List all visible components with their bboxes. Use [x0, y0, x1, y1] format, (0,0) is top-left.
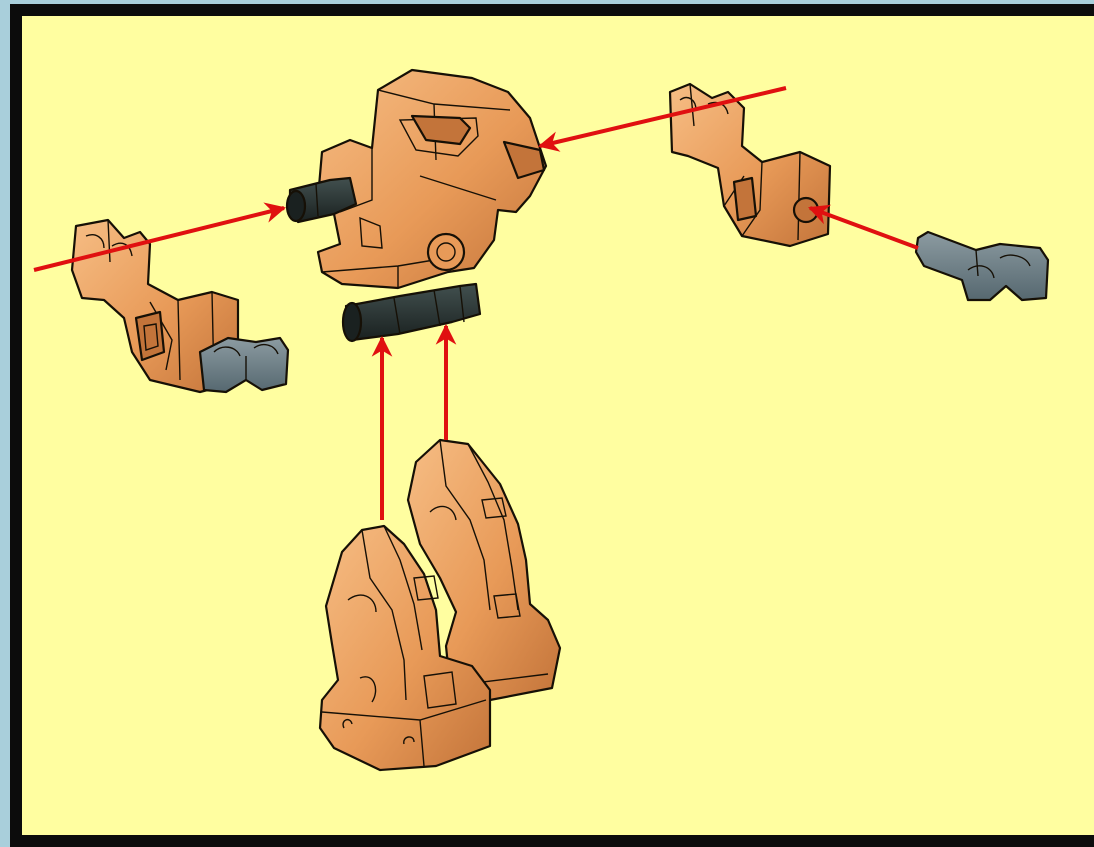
torso-head-part — [316, 68, 548, 290]
left-arm-part — [70, 218, 240, 394]
left-hand-part — [198, 336, 290, 394]
assembly-arrows — [33, 86, 919, 520]
arrow-left-arm-to-torso — [33, 202, 287, 272]
right-arm-part — [668, 82, 832, 248]
left-leg-part — [318, 524, 492, 772]
right-leg-part — [406, 438, 562, 702]
arrow-right-arm-to-torso — [537, 86, 787, 152]
arrow-right-hand-to-arm — [808, 204, 919, 250]
hip-axle-part — [341, 282, 482, 343]
right-hand-part — [914, 230, 1050, 302]
shoulder-pin-part — [285, 176, 358, 224]
